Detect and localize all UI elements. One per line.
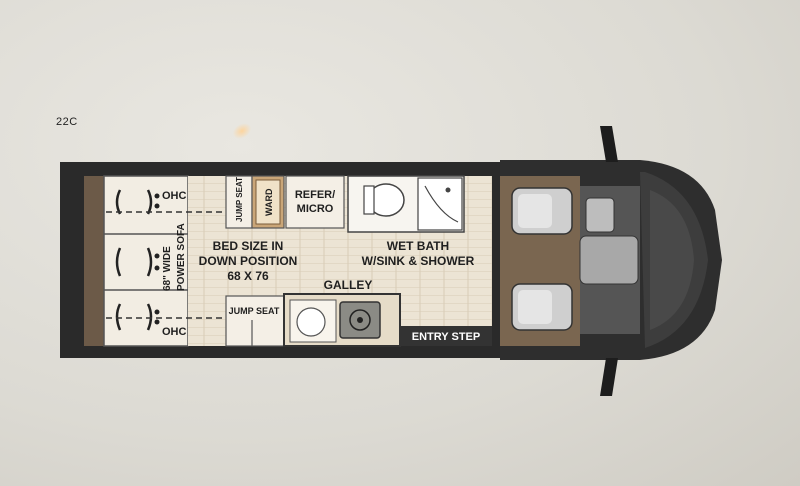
- center-console: [579, 235, 639, 285]
- refer-label-line2: MICRO: [297, 203, 334, 215]
- seatbelt-icon: [115, 247, 122, 277]
- bed-label-line3: 68 X 76: [227, 269, 269, 283]
- entry-step: [400, 326, 492, 346]
- sink-icon: [296, 307, 326, 337]
- seatbelt-icon: [115, 303, 122, 331]
- ward-label: WARD: [264, 188, 274, 216]
- refrigerator-microwave: [285, 175, 345, 229]
- bed-label-line1: BED SIZE IN: [213, 239, 284, 253]
- ohc-label-top: OHC: [162, 190, 187, 202]
- seat-cushion: [518, 290, 552, 324]
- shower-drain-icon: [445, 187, 451, 193]
- bed-label-line2: DOWN POSITION: [199, 254, 298, 268]
- seatbelt-buckles: [154, 193, 160, 325]
- seatbelt-icon: [146, 303, 153, 331]
- sofa-label-line2: POWER SOFA: [176, 223, 187, 291]
- entry-step-label: ENTRY STEP: [412, 331, 480, 343]
- burner-center-icon: [357, 317, 363, 323]
- rear-door-panel: [84, 176, 106, 346]
- wet-bath-label-line1: WET BATH: [387, 239, 449, 253]
- wet-bath-label-line2: W/SINK & SHOWER: [362, 254, 475, 268]
- galley-label: GALLEY: [324, 278, 373, 292]
- right-mirror: [600, 358, 618, 396]
- hood-panel: [650, 190, 694, 330]
- wardrobe-door: [255, 179, 281, 225]
- refer-label-line1: REFER/: [295, 189, 335, 201]
- burner-icon: [349, 309, 371, 331]
- toilet-tank: [363, 185, 375, 215]
- buckle-icon: [154, 309, 160, 315]
- seat-cushion: [518, 194, 552, 228]
- buckle-icon: [154, 319, 160, 325]
- ohc-label-bottom: OHC: [162, 326, 187, 338]
- model-code: 22C: [56, 116, 78, 128]
- buckle-icon: [154, 265, 160, 271]
- jump-seat-bottom-label: JUMP SEAT: [229, 306, 280, 316]
- sofa-label-line1: 68" WIDE: [162, 246, 173, 291]
- steering-console: [585, 197, 615, 233]
- buckle-icon: [154, 193, 160, 199]
- left-mirror: [600, 126, 618, 162]
- passenger-seat: [511, 283, 573, 331]
- shower-curve: [424, 185, 459, 223]
- jump-seat-bottom: [225, 295, 285, 347]
- buckle-icon: [154, 203, 160, 209]
- buckle-icon: [154, 253, 160, 259]
- shower-pan: [417, 177, 463, 231]
- jump-seat-top-label: JUMP SEAT: [235, 177, 244, 222]
- seatbelt-icon: [146, 247, 153, 277]
- driver-seat: [511, 187, 573, 235]
